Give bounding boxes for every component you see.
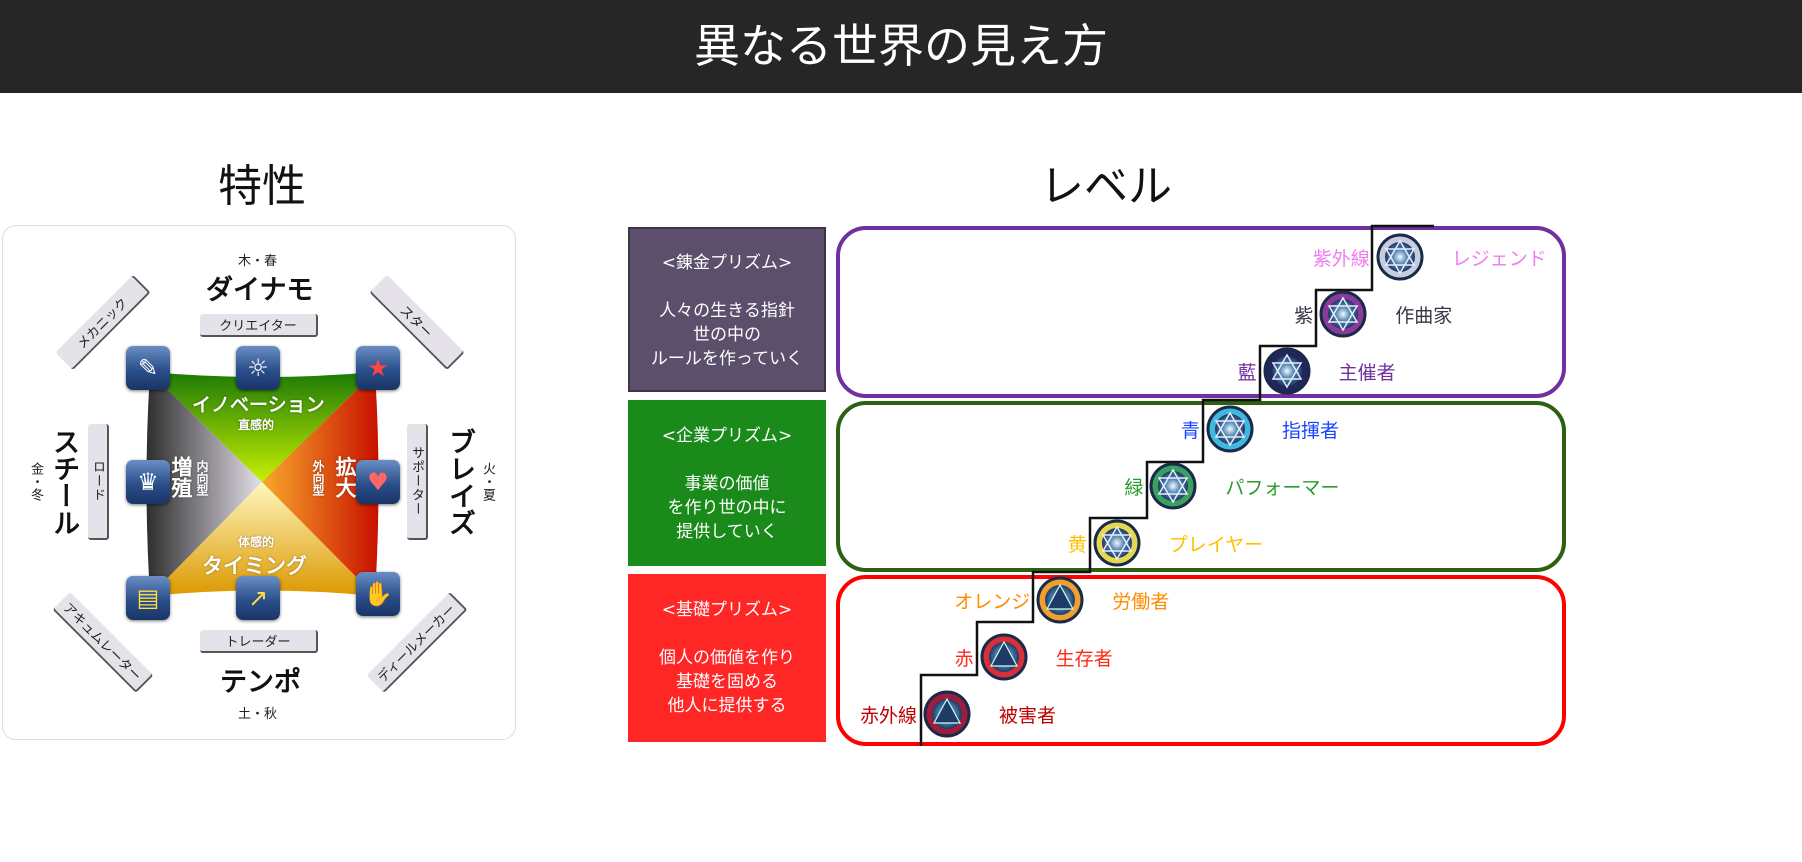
level-orb (1206, 405, 1254, 452)
level-color-name: オレンジ (954, 590, 1031, 613)
prism-box-basic: <基礎プリズム> 個人の価値を作り基礎を固める他人に提供する (628, 574, 826, 742)
level-orb (1263, 347, 1311, 395)
quadrant-right (262, 372, 379, 596)
role-supporter: サポーター (407, 424, 428, 540)
page-title: 異なる世界の見え方 (694, 19, 1108, 73)
level-color-name: 藍 (1237, 362, 1257, 385)
level-role: 被害者 (999, 705, 1057, 727)
prism-desc-line: 基礎を固める (676, 672, 778, 692)
growth-label: 増殖 (169, 456, 193, 498)
prism-box-alchemy: <錬金プリズム> 人々の生きる指針世の中のルールを作っていく (628, 227, 826, 392)
level-role: プレイヤー (1168, 533, 1264, 556)
quadrant-bottom (150, 482, 375, 596)
role-trader: トレーダー (200, 630, 318, 653)
level-orb (1036, 576, 1084, 624)
level-role: 作曲家 (1395, 305, 1453, 328)
prism-title: <企業プリズム> (661, 426, 793, 446)
level-role: 主催者 (1338, 362, 1396, 385)
quadrant-top (150, 372, 375, 482)
page-header: 異なる世界の見え方 (0, 0, 1802, 93)
prism-desc-line: を作り世の中に (667, 498, 787, 518)
levels-title: レベル (1040, 161, 1172, 212)
expand-label: 拡大 (333, 456, 357, 498)
tempo-season: 土・秋 (238, 707, 278, 722)
level-color-name: 緑 (1124, 476, 1144, 499)
level-role: 指揮者 (1282, 419, 1340, 442)
role-creator: クリエイター (200, 314, 318, 337)
hearts-icon: ♥ (356, 460, 400, 504)
prism-desc-line: 世の中の (693, 325, 761, 345)
prism-title: <基礎プリズム> (661, 600, 793, 620)
level-role: 労働者 (1112, 590, 1170, 613)
lightbulb-icon: ☼ (236, 346, 280, 390)
intuitive-label: 直感的 (238, 418, 275, 432)
level-orb (1093, 519, 1141, 567)
level-role: 生存者 (1055, 647, 1113, 670)
level-color-name: 黄 (1067, 533, 1087, 556)
timing-label: タイミング (202, 554, 307, 578)
innovation-label: イノベーション (192, 394, 325, 416)
chart-up-icon: ↗ (236, 576, 280, 620)
prism-desc-line: 人々の生きる指針 (659, 301, 795, 321)
level-orb (1376, 233, 1424, 281)
blaze-season: 火・夏 (480, 462, 495, 501)
traits-title: 特性 (218, 161, 306, 212)
level-orb (1319, 290, 1367, 338)
prism-desc-line: 提供していく (676, 522, 778, 542)
level-color-name: 紫 (1294, 305, 1314, 328)
crown-icon: ♛ (126, 460, 170, 504)
dynamo-label: ダイナモ (206, 275, 314, 306)
steel-label: スチール (48, 428, 79, 536)
role-lord: ロード (88, 424, 109, 540)
level-color-name: 青 (1180, 419, 1200, 442)
level-orb (980, 633, 1028, 681)
prism-desc-line: ルールを作っていく (650, 349, 804, 369)
quadrant-left (146, 372, 262, 596)
prism-box-enterprise: <企業プリズム> 事業の価値を作り世の中に提供していく (628, 400, 826, 566)
gold-bars-icon: ▤ (126, 576, 170, 620)
wrench-icon: ✎ (126, 346, 170, 390)
sensory-label: 体感的 (238, 535, 275, 549)
prism-desc-line: 個人の価値を作り (659, 648, 795, 668)
dynamo-season: 木・春 (238, 254, 278, 269)
level-role: パフォーマー (1225, 476, 1340, 499)
steel-season: 金・冬 (28, 462, 43, 501)
traits-panel (2, 225, 516, 740)
level-orb (1149, 462, 1197, 510)
star-icon: ★ (356, 346, 400, 390)
prism-desc-line: 他人に提供する (667, 696, 787, 716)
traits-square (146, 372, 379, 596)
handshake-icon: ✋ (356, 572, 400, 616)
level-role: レジェンド (1451, 248, 1547, 271)
introvert-label: 内向型 (195, 460, 209, 496)
prism-title: <錬金プリズム> (661, 253, 793, 273)
level-color-name: 赤 (954, 647, 974, 670)
prism-desc-line: 事業の価値 (684, 474, 770, 494)
level-orb (923, 690, 971, 738)
blaze-label: ブレイズ (444, 428, 475, 536)
extrovert-label: 外向型 (311, 460, 325, 496)
tempo-label: テンポ (220, 667, 301, 698)
level-color-name: 紫外線 (1312, 248, 1370, 271)
level-color-name: 赤外線 (859, 705, 917, 727)
